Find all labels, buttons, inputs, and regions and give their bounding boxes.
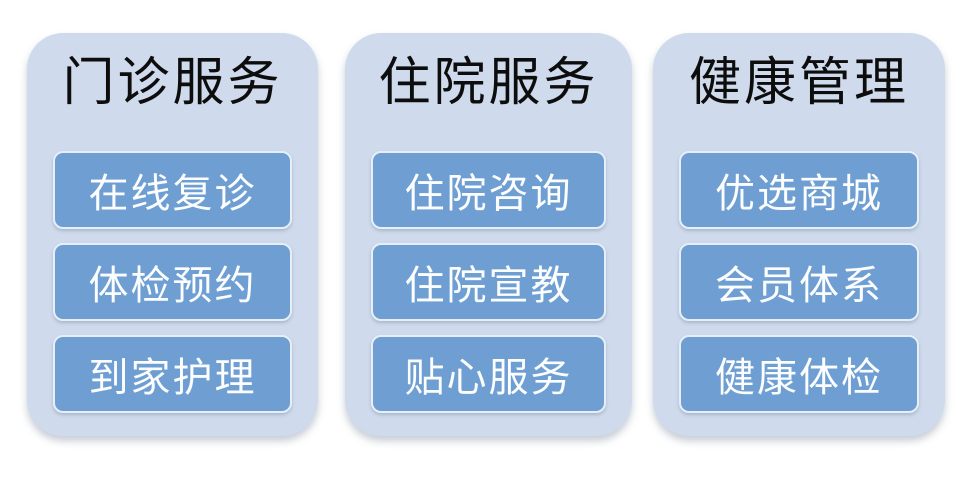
card-item-list: 住院咨询 住院宣教 贴心服务 — [371, 151, 606, 413]
menu-item-button[interactable]: 会员体系 — [679, 243, 919, 321]
card-inpatient-services: 住院服务 住院咨询 住院宣教 贴心服务 — [345, 33, 632, 436]
card-title: 健康管理 — [688, 53, 909, 113]
card-outpatient-services: 门诊服务 在线复诊 体检预约 到家护理 — [27, 33, 318, 436]
card-item-list: 在线复诊 体检预约 到家护理 — [53, 151, 292, 413]
menu-item-button[interactable]: 住院宣教 — [371, 243, 606, 321]
card-title: 住院服务 — [378, 53, 599, 113]
card-item-list: 优选商城 会员体系 健康体检 — [679, 151, 919, 413]
card-title: 门诊服务 — [62, 53, 283, 113]
menu-item-button[interactable]: 体检预约 — [53, 243, 292, 321]
menu-item-button[interactable]: 贴心服务 — [371, 335, 606, 413]
menu-item-button[interactable]: 健康体检 — [679, 335, 919, 413]
menu-item-button[interactable]: 住院咨询 — [371, 151, 606, 229]
menu-item-button[interactable]: 在线复诊 — [53, 151, 292, 229]
card-health-management: 健康管理 优选商城 会员体系 健康体检 — [653, 33, 945, 436]
menu-item-button[interactable]: 优选商城 — [679, 151, 919, 229]
menu-item-button[interactable]: 到家护理 — [53, 335, 292, 413]
